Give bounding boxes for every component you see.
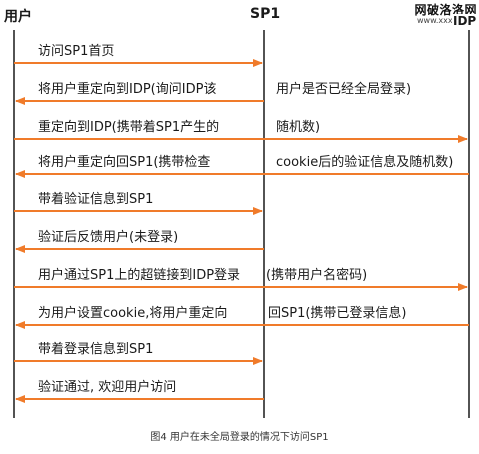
message-2-label-cont: 用户是否已经全局登录) [276,82,412,97]
message-5-label: 带着验证信息到SP1 [38,192,154,207]
actor-sp1-label: SP1 [250,6,281,22]
message-1-label: 访问SP1首页 [38,44,115,59]
message-7-label-cont: (携带用户名密码) [266,268,368,283]
message-10-label: 验证通过, 欢迎用户访问 [38,380,177,395]
message-8-label-cont: 回SP1(携带已登录信息) [268,306,407,321]
message-4-label: 将用户重定向回SP1(携带检查 [38,155,211,170]
message-2-label: 将用户重定向到IDP(询问IDP该 [38,82,217,97]
message-3-label-cont: 随机数) [276,120,321,135]
message-8-label: 为用户设置cookie,将用户重定向 [38,306,228,321]
message-7-label: 用户通过SP1上的超链接到IDP登录 [38,268,241,283]
message-9-label: 带着登录信息到SP1 [38,342,154,357]
message-6-label: 验证后反馈用户(未登录) [38,230,179,245]
actor-user-label: 用户 [4,9,32,25]
actor-idp-label: IDP [452,14,478,28]
message-4-label-cont: cookie后的验证信息及随机数) [276,155,454,170]
watermark-url: www.xxxx.com [416,15,477,25]
figure-caption: 图4 用户在未全局登录的情况下访问SP1 [150,432,329,443]
message-3-label: 重定向到IDP(携带着SP1产生的 [38,120,220,135]
watermark: 网破洛洛网 www.xxxx.com [414,4,477,25]
watermark-title: 网破洛洛网 [414,3,477,17]
